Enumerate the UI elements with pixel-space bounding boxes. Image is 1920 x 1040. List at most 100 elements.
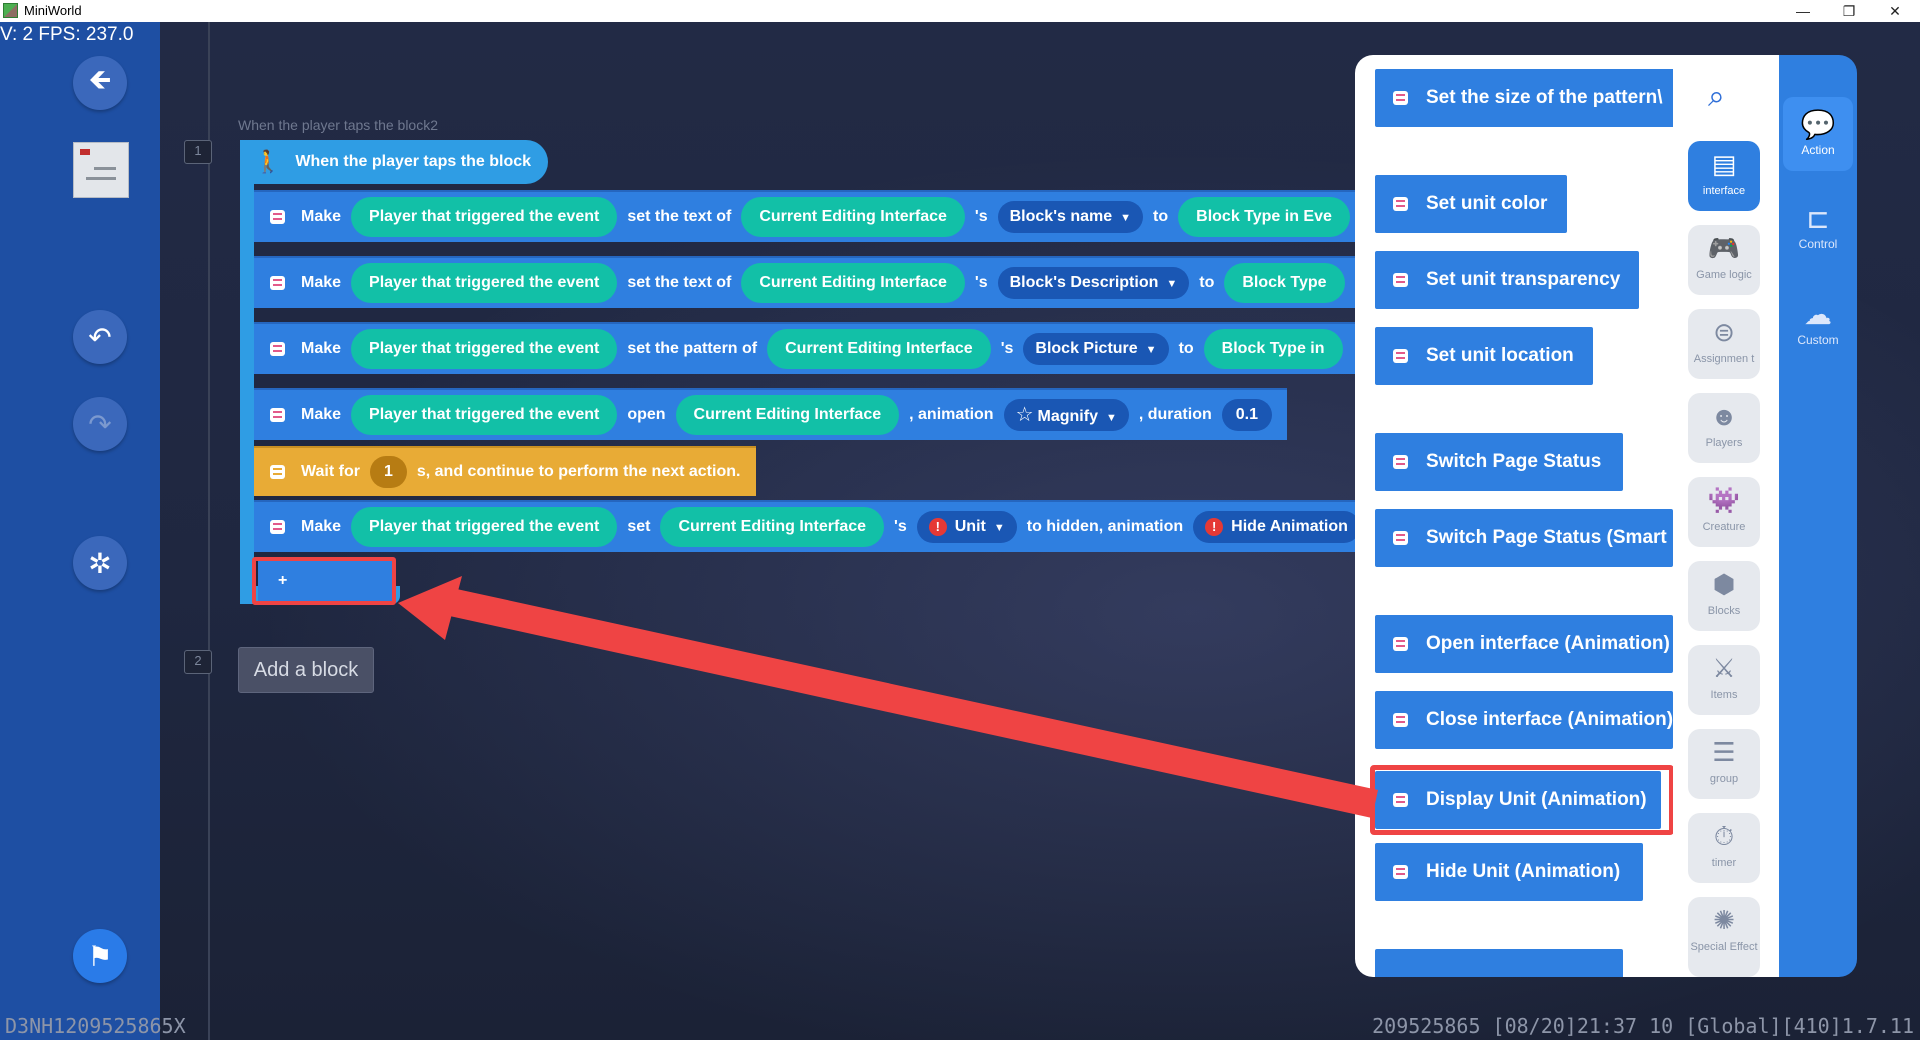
minimize-button[interactable]: — xyxy=(1796,3,1810,19)
search-icon[interactable]: ⌕ xyxy=(1708,80,1725,113)
category-items[interactable]: ⚔ Items xyxy=(1688,645,1760,715)
action-block-row[interactable]: Make Player that triggered the event set… xyxy=(254,190,1355,242)
sparkle-icon: ✺ xyxy=(1713,905,1735,935)
add-block-button[interactable]: Add a block xyxy=(238,647,374,693)
group-icon: ☰ xyxy=(1712,737,1736,767)
interface-block-icon xyxy=(1393,793,1408,807)
interface-block-icon xyxy=(1393,713,1408,727)
target-slot[interactable]: Current Editing Interface xyxy=(741,263,965,303)
event-hat-block[interactable]: 🚶 When the player taps the block xyxy=(240,140,548,184)
script-bracket xyxy=(240,184,254,604)
block-set-pattern-size[interactable]: Set the size of the pattern\ xyxy=(1375,69,1673,127)
category-game-logic[interactable]: 🎮 Game logic xyxy=(1688,225,1760,295)
possessive-label: 's xyxy=(894,518,907,535)
block-set-unit-color[interactable]: Set unit color xyxy=(1375,175,1567,233)
action-block-row[interactable]: Make Player that triggered the event set… xyxy=(254,500,1355,552)
creature-icon: 👾 xyxy=(1707,485,1741,515)
verb-label: set xyxy=(627,518,651,535)
category-creature[interactable]: 👾 Creature xyxy=(1688,477,1760,547)
rule-number-2: 2 xyxy=(184,650,212,674)
debug-button[interactable]: ✲ xyxy=(73,536,127,590)
interface-block-icon xyxy=(1393,273,1408,287)
tab-control[interactable]: ⊏ Control xyxy=(1779,191,1857,265)
action-block-row[interactable]: Make Player that triggered the event set… xyxy=(254,322,1355,374)
target-slot[interactable]: Current Editing Interface xyxy=(660,507,885,547)
block-open-interface-animation[interactable]: Open interface (Animation) xyxy=(1375,615,1673,673)
warning-icon: ! xyxy=(928,518,947,536)
block-switch-page-status[interactable]: Switch Page Status xyxy=(1375,433,1623,491)
undo-button[interactable]: ↶ xyxy=(73,310,127,364)
possessive-label: 's xyxy=(974,274,988,291)
subject-slot[interactable]: Player that triggered the event xyxy=(351,395,618,435)
make-label: Make xyxy=(301,274,342,291)
category-blocks[interactable]: ⬢ Blocks xyxy=(1688,561,1760,631)
back-button[interactable]: 🡸 xyxy=(73,56,127,110)
add-action-slot[interactable]: + xyxy=(258,560,394,602)
caret-down-icon: ▼ xyxy=(1166,278,1178,290)
event-label: When the player taps the block xyxy=(295,153,532,170)
walking-person-icon: 🚶 xyxy=(254,149,282,174)
build-info: 209525865 [08/20]21:37 10 [Global][410]1… xyxy=(1372,1014,1914,1038)
redo-button[interactable]: ↷ xyxy=(73,397,127,451)
close-button[interactable]: ✕ xyxy=(1889,3,1901,19)
window-title: MiniWorld xyxy=(24,3,82,18)
block-hide-unit-animation[interactable]: Hide Unit (Animation) xyxy=(1375,843,1643,901)
map-thumbnail[interactable] xyxy=(73,142,129,198)
caret-down-icon: ▼ xyxy=(1105,412,1117,424)
value-slot[interactable]: Block Type xyxy=(1224,263,1345,303)
action-block-row[interactable]: Make Player that triggered the event set… xyxy=(254,256,1355,308)
duration-value[interactable]: 0.1 xyxy=(1221,399,1272,431)
make-label: Make xyxy=(301,406,342,423)
property-dropdown[interactable]: Block's name▼ xyxy=(997,201,1144,233)
cube-icon: ⬢ xyxy=(1712,569,1736,599)
category-special-effect[interactable]: ✺ Special Effect xyxy=(1688,897,1760,977)
target-slot[interactable]: Current Editing Interface xyxy=(675,395,900,435)
run-button[interactable]: ⚑ xyxy=(73,929,127,983)
event-caption: When the player taps the block2 xyxy=(238,117,439,133)
player-icon: ☻ xyxy=(1710,401,1738,431)
subject-slot[interactable]: Player that triggered the event xyxy=(351,263,618,303)
possessive-label: 's xyxy=(1000,340,1014,357)
unit-dropdown[interactable]: !Unit▼ xyxy=(916,511,1017,543)
restore-button[interactable]: ❐ xyxy=(1842,3,1856,19)
category-players[interactable]: ☻ Players xyxy=(1688,393,1760,463)
gamepad-icon: 🎮 xyxy=(1707,233,1741,263)
target-slot[interactable]: Current Editing Interface xyxy=(767,329,991,369)
fps-counter: V: 2 FPS: 237.0 xyxy=(0,24,134,45)
verb-label: set the text of xyxy=(627,274,732,291)
category-assignment[interactable]: ⊜ Assignmen t xyxy=(1688,309,1760,379)
value-slot[interactable]: Block Type in xyxy=(1203,329,1343,369)
category-interface[interactable]: ▤ interface xyxy=(1688,141,1760,211)
value-slot[interactable]: Block Type in Eve xyxy=(1178,197,1350,237)
hide-animation-dropdown[interactable]: !Hide Animation xyxy=(1193,511,1355,543)
tab-column: 💬 Action ⊏ Control ☁ Custom xyxy=(1779,55,1857,977)
property-dropdown[interactable]: Block's Description▼ xyxy=(997,267,1190,299)
block-set-unit-transparency[interactable]: Set unit transparency xyxy=(1375,251,1639,309)
tab-custom[interactable]: ☁ Custom xyxy=(1779,287,1857,361)
wait-seconds-value[interactable]: 1 xyxy=(369,456,407,488)
subject-slot[interactable]: Player that triggered the event xyxy=(351,329,618,369)
animation-label: , animation xyxy=(909,406,994,423)
block-close-interface-animation[interactable]: Close interface (Animation) xyxy=(1375,691,1673,749)
block-switch-page-status-smart[interactable]: Switch Page Status (Smart xyxy=(1375,509,1673,567)
speech-bubble-icon: 💬 xyxy=(1800,109,1836,140)
subject-slot[interactable]: Player that triggered the event xyxy=(351,197,618,237)
subject-slot[interactable]: Player that triggered the event xyxy=(351,507,618,547)
to-label: to xyxy=(1153,208,1169,225)
sword-icon: ⚔ xyxy=(1712,653,1736,683)
category-group[interactable]: ☰ group xyxy=(1688,729,1760,799)
interface-block-icon xyxy=(270,276,285,290)
category-timer[interactable]: ⏱ timer xyxy=(1688,813,1760,883)
block-display-unit-animation[interactable]: Display Unit (Animation) xyxy=(1375,771,1661,829)
target-slot[interactable]: Current Editing Interface xyxy=(741,197,965,237)
highlight-box-add-slot xyxy=(252,557,396,605)
animation-dropdown[interactable]: ☆Magnify▼ xyxy=(1003,399,1129,431)
window-title-bar: MiniWorld — ❐ ✕ xyxy=(0,0,1920,22)
block-next-partial[interactable] xyxy=(1375,949,1623,977)
property-dropdown[interactable]: Block Picture▼ xyxy=(1023,333,1169,365)
wait-label: Wait for xyxy=(301,463,360,480)
tab-action[interactable]: 💬 Action xyxy=(1783,97,1853,171)
action-block-row[interactable]: Make Player that triggered the event ope… xyxy=(254,388,1287,440)
wait-block-row[interactable]: Wait for 1 s, and continue to perform th… xyxy=(254,446,756,496)
block-set-unit-location[interactable]: Set unit location xyxy=(1375,327,1593,385)
